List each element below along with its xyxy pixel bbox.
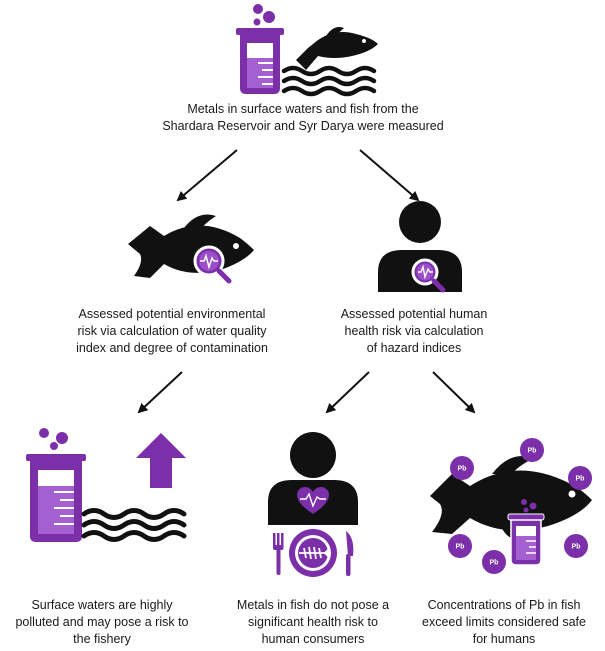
node-health-line-2: health risk via calculation bbox=[344, 324, 484, 338]
node-env-line-1: Assessed potential environmental bbox=[78, 307, 266, 321]
svg-text:Pb: Pb bbox=[456, 544, 465, 551]
arrow-top-to-env bbox=[176, 149, 238, 202]
node-fish-result-line-2: significant health risk to bbox=[248, 615, 378, 629]
svg-text:Pb: Pb bbox=[490, 560, 499, 567]
node-fish-result-line-3: human consumers bbox=[261, 632, 365, 646]
arrow-health-to-pb bbox=[432, 371, 476, 414]
env-fish-icon-group bbox=[128, 214, 254, 284]
fish-result-icon-group bbox=[268, 432, 358, 577]
heartbeat-line bbox=[300, 492, 326, 508]
magnifier-icon bbox=[193, 245, 232, 284]
node-env-text: Assessed potential environmental risk vi… bbox=[42, 306, 302, 357]
svg-text:Pb: Pb bbox=[576, 476, 585, 483]
node-health-text: Assessed potential human health risk via… bbox=[304, 306, 524, 357]
node-health-line-1: Assessed potential human bbox=[340, 307, 488, 321]
node-env-line-3: index and degree of contamination bbox=[76, 341, 268, 355]
node-water-result-line-3: the fishery bbox=[73, 632, 131, 646]
health-person-icon-group bbox=[378, 201, 462, 293]
node-top-text: Metals in surface waters and fish from t… bbox=[148, 101, 458, 135]
arrow-up-icon bbox=[136, 433, 186, 488]
pb-particle: Pb bbox=[568, 466, 592, 490]
waves-icon bbox=[81, 508, 187, 542]
node-water-result-text: Surface waters are highly polluted and m… bbox=[2, 597, 202, 648]
node-water-result-line-2: polluted and may pose a risk to bbox=[15, 615, 189, 629]
node-water-result-line-1: Surface waters are highly bbox=[31, 598, 173, 612]
heart-icon bbox=[297, 487, 329, 514]
pb-particle: Pb bbox=[564, 534, 588, 558]
arrow-top-to-health bbox=[359, 149, 420, 202]
node-fish-result-text: Metals in fish do not pose a significant… bbox=[213, 597, 413, 648]
pb-result-icon-group: Pb Pb Pb Pb Pb Pb bbox=[430, 438, 592, 574]
node-env-line-2: risk via calculation of water quality bbox=[77, 324, 267, 338]
pb-particle: Pb bbox=[450, 456, 474, 480]
pb-particle: Pb bbox=[520, 438, 544, 462]
node-pb-result-line-3: for humans bbox=[472, 632, 536, 646]
svg-text:Pb: Pb bbox=[458, 466, 467, 473]
pb-particle: Pb bbox=[448, 534, 472, 558]
node-pb-result-line-1: Concentrations of Pb in fish bbox=[427, 598, 581, 612]
plate-icon bbox=[289, 529, 337, 577]
beaker-icon bbox=[236, 4, 284, 94]
magnifier-icon bbox=[411, 258, 446, 293]
beaker-icon bbox=[26, 428, 86, 542]
water-result-icon-group bbox=[26, 428, 187, 542]
node-health-line-3: of hazard indices bbox=[366, 341, 462, 355]
knife-icon bbox=[346, 531, 354, 576]
pb-particles: Pb Pb Pb Pb Pb Pb bbox=[448, 438, 592, 574]
fork-icon bbox=[273, 533, 284, 575]
node-fish-result-line-1: Metals in fish do not pose a bbox=[236, 598, 390, 612]
node-pb-result-text: Concentrations of Pb in fish exceed limi… bbox=[405, 597, 603, 648]
beaker-icon bbox=[507, 499, 545, 566]
fish-icon bbox=[128, 214, 254, 278]
arrow-env-to-water bbox=[137, 371, 183, 414]
svg-text:Pb: Pb bbox=[528, 448, 537, 455]
node-top-line-2: Shardara Reservoir and Syr Darya were me… bbox=[162, 119, 444, 133]
fish-icon bbox=[296, 27, 378, 70]
pb-particle: Pb bbox=[482, 550, 506, 574]
node-pb-result-line-2: exceed limits considered safe bbox=[422, 615, 586, 629]
node-top-line-1: Metals in surface waters and fish from t… bbox=[187, 102, 419, 116]
top-icon-group bbox=[236, 4, 378, 97]
waves-icon bbox=[281, 65, 377, 97]
arrow-health-to-fish bbox=[325, 371, 370, 414]
svg-text:Pb: Pb bbox=[572, 544, 581, 551]
